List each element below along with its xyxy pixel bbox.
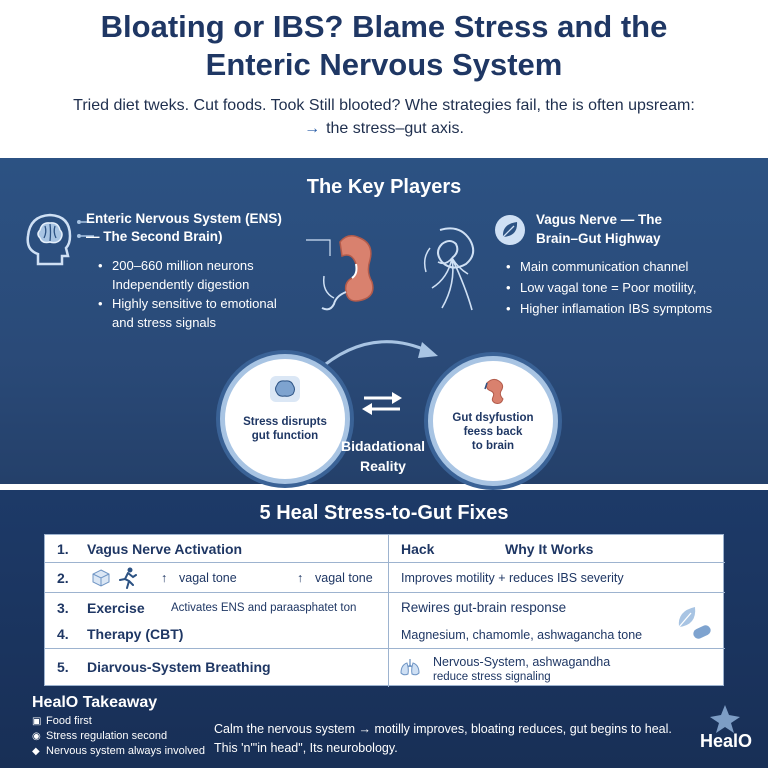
bidirectional-label: Bidadational Reality — [300, 436, 466, 476]
row-label: Exercise — [87, 600, 145, 616]
takeaway-title: HealO Takeaway — [32, 694, 158, 711]
title-line-2: Enteric Nervous System — [205, 47, 563, 82]
column-header-hack: Hack — [401, 541, 435, 557]
row-why: Magnesium, chamomle, ashwagancha tone — [401, 628, 643, 642]
takeaway-list: ▣ Food first ◉ Stress regulation second ◆ N… — [32, 714, 205, 759]
head-brain-icon — [26, 213, 72, 266]
row-number: 4. — [57, 626, 69, 642]
row-label: Vagus Nerve Activation — [87, 541, 243, 557]
key-players-section: The Key Players Enteric Nervous System (… — [0, 158, 768, 486]
row-why: Rewires gut-brain response — [401, 600, 567, 615]
list-item: ▣ Food first — [32, 714, 205, 729]
list-item: Independently digestion — [112, 277, 250, 292]
left-circle-text: Stress disrupts gut function — [233, 415, 337, 443]
section-title-key-players: The Key Players — [306, 176, 462, 198]
table-row: 5. Diarvous-System Breathing Nervous-Sys… — [45, 649, 725, 687]
ens-heading: Enteric Nervous System (ENS) — The Secon… — [86, 210, 282, 246]
row-detail: vagal tone — [315, 571, 373, 585]
table-row: 2. ↑ vagal tone ↑ vagal tone Improves mo… — [45, 563, 725, 593]
row-label: Therapy (CBT) — [87, 626, 184, 642]
list-item: 200–660 million neurons — [98, 256, 277, 275]
table-row: 3. Exercise Activates ENS and paraasphat… — [45, 593, 725, 649]
leaf-icon — [495, 215, 525, 245]
row-why: Improves motility + reduces IBS severity — [401, 571, 624, 585]
vagus-heading-line-1: Vagus Nerve — The — [536, 212, 663, 227]
arrow-right-icon: → — [304, 120, 321, 137]
list-item: ◉ Stress regulation second — [32, 729, 205, 744]
swap-arrows-icon — [362, 392, 402, 415]
list-item: Highly sensitive to emotional — [98, 294, 277, 313]
subtitle-text: the stress–gut axis. — [326, 120, 464, 137]
food-icon: ▣ — [32, 716, 42, 727]
vagus-heading: Vagus Nerve — The Brain–Gut Highway — [536, 210, 662, 248]
nervous-icon: ◆ — [32, 746, 40, 757]
page-title: Bloating or IBS? Blame Stress and the En… — [0, 8, 768, 84]
intestine-small-icon — [484, 378, 504, 404]
leaf-pill-icon — [678, 607, 711, 639]
row-detail: Activates ENS and paraasphatet ton — [171, 602, 357, 614]
stress-circle: Stress disrupts gut function — [220, 354, 350, 484]
takeaway-message-2: This 'n'"in head", Its neurobology. — [214, 741, 398, 755]
brain-icon — [270, 376, 300, 402]
cube-icon — [92, 569, 110, 587]
right-circle-text: Gut dsyfustion feess back to brain — [441, 411, 545, 453]
fixes-section: 5 Heal Stress-to-Gut Fixes 1. Vagus Nerv… — [0, 490, 768, 768]
left-circle-line-1: Stress disrupts — [243, 416, 327, 428]
right-circle-line-3: to brain — [471, 440, 515, 452]
table-row: 1. Vagus Nerve Activation Hack Why It Wo… — [45, 535, 725, 563]
curved-arrow-icon — [315, 340, 438, 374]
right-circle-line-2: feess back — [463, 426, 523, 438]
list-item: Low vagal tone = Poor motility, — [506, 277, 712, 298]
lungs-icon — [400, 659, 420, 676]
vagus-heading-line-2: Brain–Gut Highway — [536, 231, 661, 246]
intestine-icon — [306, 235, 374, 311]
takeaway-message-1: Calm the nervous system → motilly improv… — [214, 722, 672, 736]
takeaway-item: Stress regulation second — [46, 730, 168, 742]
gut-feedback-circle: Gut dsyfustion feess back to brain — [428, 356, 558, 486]
bidirectional-line-1: Bidadational — [340, 438, 425, 454]
subtitle-line-1: Tried diet tweks. Cut foods. Took Still … — [73, 97, 695, 114]
up-arrow-icon: ↑ — [297, 571, 304, 585]
vagus-facts-list: Main communication channel Low vagal ton… — [506, 256, 712, 319]
vagus-swirl-icon — [423, 227, 475, 311]
row-number: 1. — [57, 541, 69, 557]
row-number: 2. — [57, 570, 69, 586]
list-item: ◆ Nervous system always involved — [32, 744, 205, 759]
row-number: 5. — [57, 659, 69, 675]
runner-icon — [119, 567, 137, 589]
column-header-why: Why It Works — [505, 541, 594, 557]
stress-icon: ◉ — [32, 731, 41, 742]
list-item: Main communication channel — [506, 256, 712, 277]
takeaway-item: Food first — [46, 715, 92, 727]
subtitle-line-2: → the stress–gut axis. — [0, 120, 768, 138]
takeaway-item: Nervous system always involved — [46, 745, 205, 757]
ens-heading-line-2: — The Second Brain) — [86, 229, 223, 244]
ens-heading-line-1: Enteric Nervous System (ENS) — [86, 211, 282, 226]
row-detail: vagal tone — [179, 571, 237, 585]
fixes-table: 1. Vagus Nerve Activation Hack Why It Wo… — [44, 534, 725, 687]
list-item: Higher inflamation IBS symptoms — [506, 298, 712, 319]
row-label: Diarvous-System Breathing — [87, 659, 271, 675]
bidirectional-line-2: Reality — [360, 458, 406, 474]
healo-star-icon — [710, 705, 740, 733]
row-number: 3. — [57, 600, 69, 616]
connector-lines — [77, 220, 94, 238]
table-column-divider — [388, 535, 389, 687]
healo-logo: HealO — [700, 731, 753, 751]
section-title-fixes: 5 Heal Stress-to-Gut Fixes — [259, 502, 509, 524]
ens-facts-list: 200–660 million neurons Independently di… — [98, 256, 277, 332]
left-circle-line-2: gut function — [251, 430, 319, 442]
row-why: reduce stress signaling — [433, 671, 551, 683]
right-circle-line-1: Gut dsyfustion — [452, 412, 534, 424]
list-item: and stress signals — [112, 315, 217, 330]
up-arrow-icon: ↑ — [161, 571, 168, 585]
row-why: Nervous-System, ashwagandha — [433, 655, 611, 669]
header: Bloating or IBS? Blame Stress and the En… — [0, 0, 768, 156]
title-line-1: Bloating or IBS? Blame Stress and the — [100, 9, 668, 44]
